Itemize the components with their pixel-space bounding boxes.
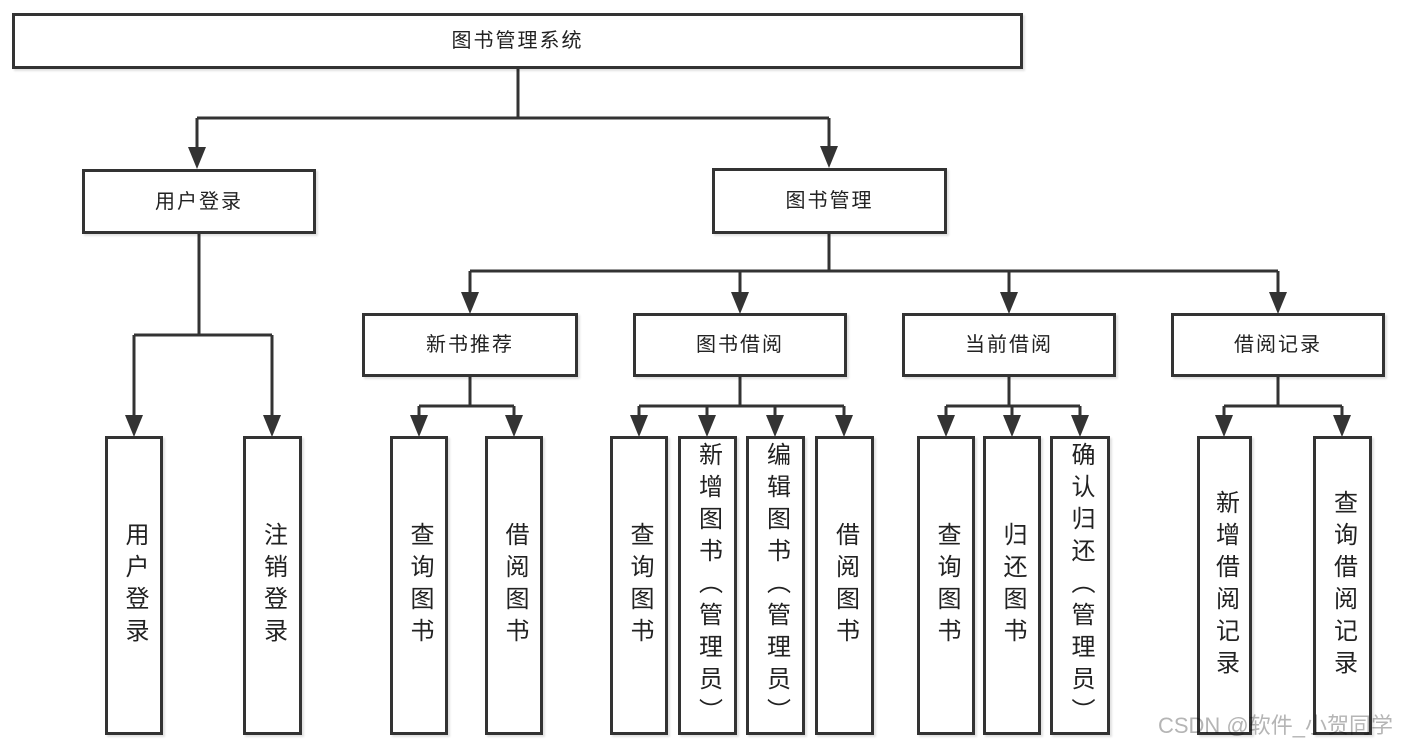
arrowhead [630, 415, 648, 437]
leaf-confirm-return-admin: 确认归还（管理员） [1050, 436, 1110, 735]
node-book-management: 图书管理 [712, 168, 947, 234]
connector-current-borrow-to-leaves [944, 377, 1082, 416]
arrowheads-user-login-leaves [125, 415, 281, 437]
leaf-user-login: 用户登录 [105, 436, 163, 735]
connector-book-management-to-level3 [468, 234, 1280, 292]
arrowhead [263, 415, 281, 437]
node-borrow-records: 借阅记录 [1171, 313, 1385, 377]
arrowhead [731, 292, 749, 314]
arrowhead [188, 147, 206, 169]
arrowhead [125, 415, 143, 437]
arrowhead [1215, 415, 1233, 437]
node-book-borrow-label: 图书借阅 [696, 334, 784, 356]
leaf-edit-book-admin: 编辑图书（管理员） [746, 436, 805, 735]
node-current-borrow-label: 当前借阅 [965, 334, 1053, 356]
node-book-borrow: 图书借阅 [633, 313, 847, 377]
leaf-return-book: 归还图书 [983, 436, 1041, 735]
csdn-watermark: CSDN @软件_小贺同学 [1157, 713, 1393, 738]
node-root-label: 图书管理系统 [451, 30, 584, 52]
leaf-borrow-query-book: 查询图书 [610, 436, 668, 735]
arrowhead [1333, 415, 1351, 437]
arrowheads-level3 [461, 292, 1287, 314]
connector-root-to-level2 [195, 68, 831, 148]
arrowhead [698, 415, 716, 437]
arrowhead [820, 146, 838, 168]
arrowhead [461, 292, 479, 314]
leaf-recommend-query-book-label: 查询图书 [406, 521, 433, 650]
leaf-add-book-admin: 新增图书（管理员） [678, 436, 737, 735]
arrowhead [1071, 415, 1089, 437]
arrowhead [505, 415, 523, 437]
arrowheads-level2 [188, 146, 838, 169]
leaf-borrow-book: 借阅图书 [815, 436, 874, 735]
arrowhead [835, 415, 853, 437]
leaf-recommend-query-book: 查询图书 [390, 436, 448, 735]
leaf-current-query-book-label: 查询图书 [933, 521, 960, 650]
node-new-book-recommend: 新书推荐 [362, 313, 578, 377]
leaf-current-query-book: 查询图书 [917, 436, 975, 735]
leaf-logout-label: 注销登录 [259, 521, 287, 650]
leaf-recommend-borrow-book-label: 借阅图书 [501, 521, 528, 650]
node-current-borrow: 当前借阅 [902, 313, 1116, 377]
arrowhead [937, 415, 955, 437]
leaf-confirm-return-admin-label: 确认归还（管理员） [1067, 441, 1094, 730]
node-borrow-records-label: 借阅记录 [1234, 334, 1322, 356]
node-user-login: 用户登录 [82, 169, 316, 234]
node-root: 图书管理系统 [12, 13, 1023, 69]
arrowhead [766, 415, 784, 437]
connector-book-borrow-to-leaves [637, 377, 846, 416]
arrowheads-leaves [410, 415, 1351, 437]
node-book-management-label: 图书管理 [785, 190, 874, 212]
connector-borrow-records-to-leaves [1222, 377, 1344, 416]
leaf-query-borrow-record: 查询借阅记录 [1313, 436, 1372, 735]
connector-user-login-to-leaves [132, 233, 274, 416]
leaf-borrow-book-label: 借阅图书 [831, 521, 859, 650]
arrowhead [1269, 292, 1287, 314]
leaf-logout: 注销登录 [243, 436, 302, 735]
arrowhead [1000, 292, 1018, 314]
leaf-user-login-label: 用户登录 [121, 521, 148, 650]
arrowhead [410, 415, 428, 437]
leaf-add-book-admin-label: 新增图书（管理员） [694, 441, 722, 730]
leaf-recommend-borrow-book: 借阅图书 [485, 436, 543, 735]
leaf-add-borrow-record: 新增借阅记录 [1197, 436, 1252, 735]
leaf-edit-book-admin-label: 编辑图书（管理员） [762, 441, 790, 730]
node-new-book-recommend-label: 新书推荐 [426, 334, 514, 356]
connector-new-book-recommend-to-leaves [417, 377, 516, 416]
leaf-query-borrow-record-label: 查询借阅记录 [1329, 489, 1357, 682]
arrowhead [1003, 415, 1021, 437]
leaf-borrow-query-book-label: 查询图书 [626, 521, 653, 650]
node-user-login-label: 用户登录 [155, 190, 243, 213]
leaf-return-book-label: 归还图书 [999, 521, 1026, 650]
leaf-add-borrow-record-label: 新增借阅记录 [1211, 489, 1239, 682]
